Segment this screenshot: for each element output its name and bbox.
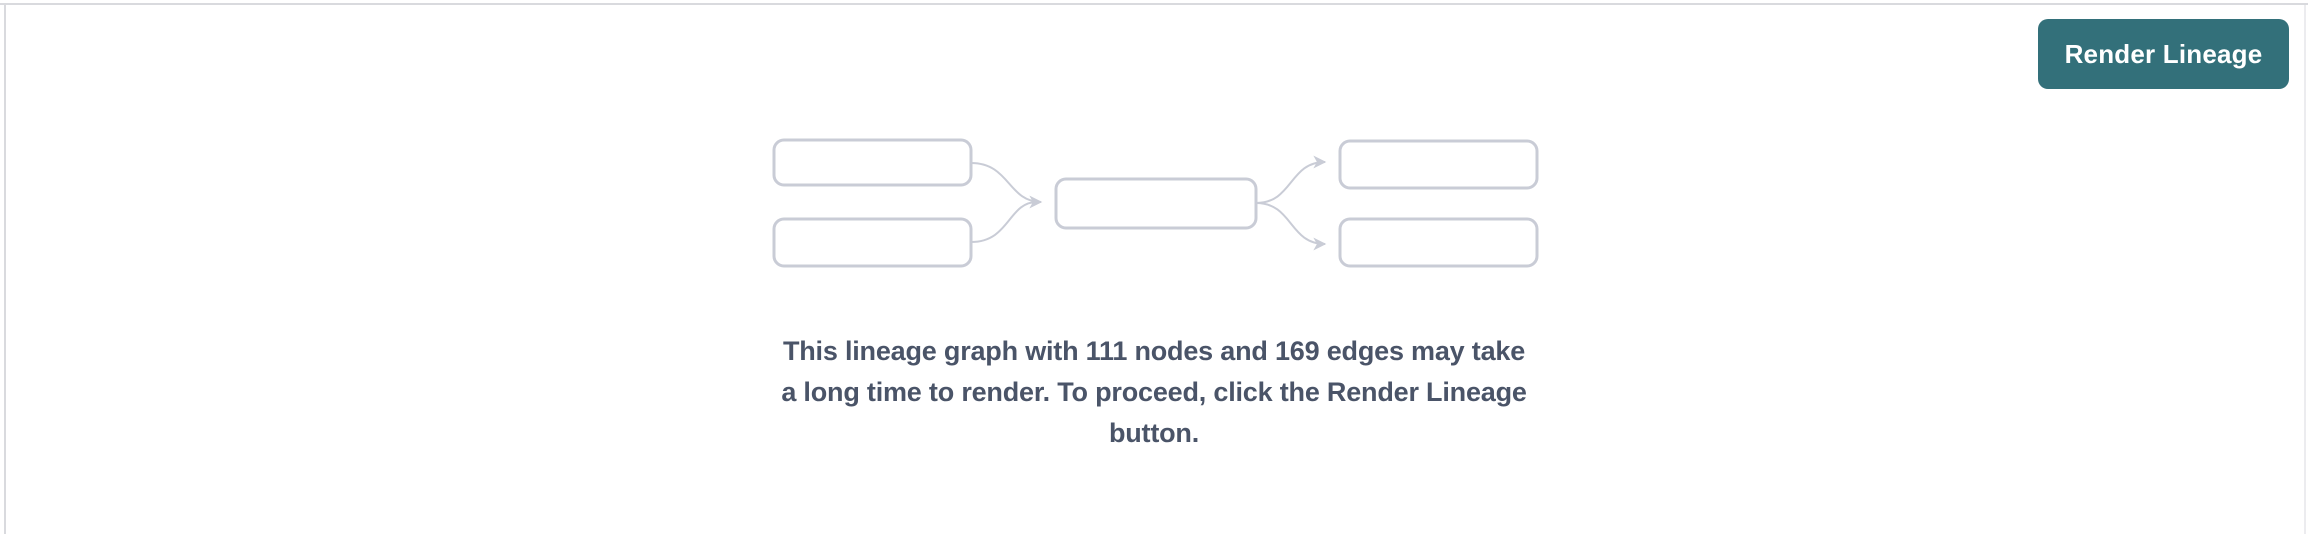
edge-middle-to-right-bottom <box>1255 202 1327 251</box>
edge-left-bottom-to-middle <box>970 201 1038 243</box>
edge-left-top-to-middle <box>970 162 1043 209</box>
left-divider <box>4 5 6 534</box>
graph-node <box>1054 177 1258 230</box>
graph-node <box>1338 139 1539 190</box>
top-divider <box>0 3 2308 5</box>
graph-node <box>1338 217 1539 268</box>
lineage-graph-placeholder-icon <box>772 138 1539 268</box>
render-warning-message: This lineage graph with 111 nodes and 16… <box>754 331 1554 454</box>
edge-middle-to-right-top <box>1255 155 1327 204</box>
graph-node <box>772 217 973 268</box>
message-line: This lineage graph with 111 nodes and 16… <box>782 336 1526 366</box>
right-edge-divider <box>2304 5 2306 534</box>
graph-node <box>772 138 973 187</box>
message-line: a long time to render. To proceed, click… <box>781 377 1527 407</box>
render-lineage-button[interactable]: Render Lineage <box>2038 19 2289 89</box>
message-line: button. <box>1108 418 1200 448</box>
